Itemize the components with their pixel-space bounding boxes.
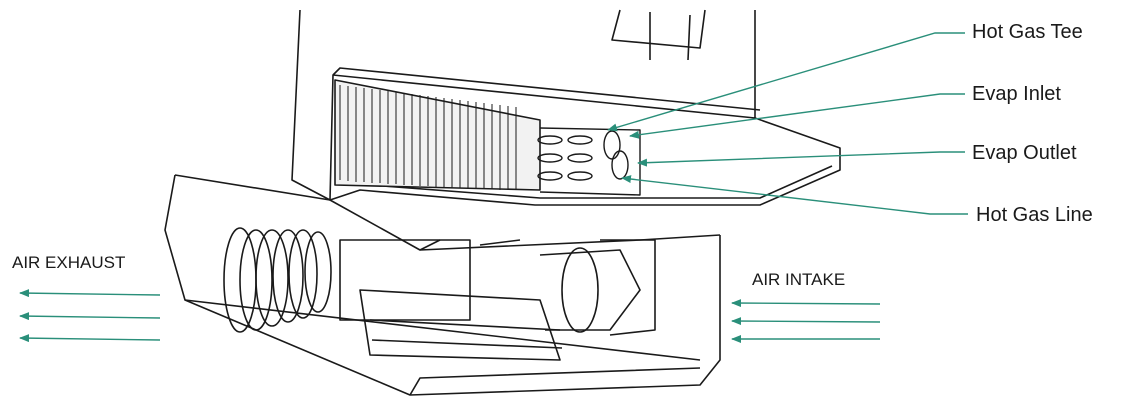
label-air-exhaust: AIR EXHAUST [12,253,126,272]
air-intake-arrows [731,299,881,343]
label-evap-outlet: Evap Outlet [972,142,1077,164]
intake-arrow-1 [731,299,881,308]
leader-evap-outlet [637,151,965,167]
callout-leaders [607,32,968,215]
leader-evap-inlet [629,93,965,139]
leader-hot-gas-line [621,175,968,215]
exhaust-arrow-3 [19,334,161,343]
label-hot-gas-line: Hot Gas Line [976,204,1093,226]
intake-arrow-2 [731,317,881,326]
machine-linework [164,9,841,396]
leader-hot-gas-tee [607,32,965,132]
exhaust-arrow-2 [19,312,161,321]
exhaust-arrow-1 [19,289,161,298]
label-hot-gas-tee: Hot Gas Tee [972,21,1083,43]
air-exhaust-arrows [19,289,161,343]
label-air-intake: AIR INTAKE [752,270,846,289]
label-evap-inlet: Evap Inlet [972,83,1061,105]
